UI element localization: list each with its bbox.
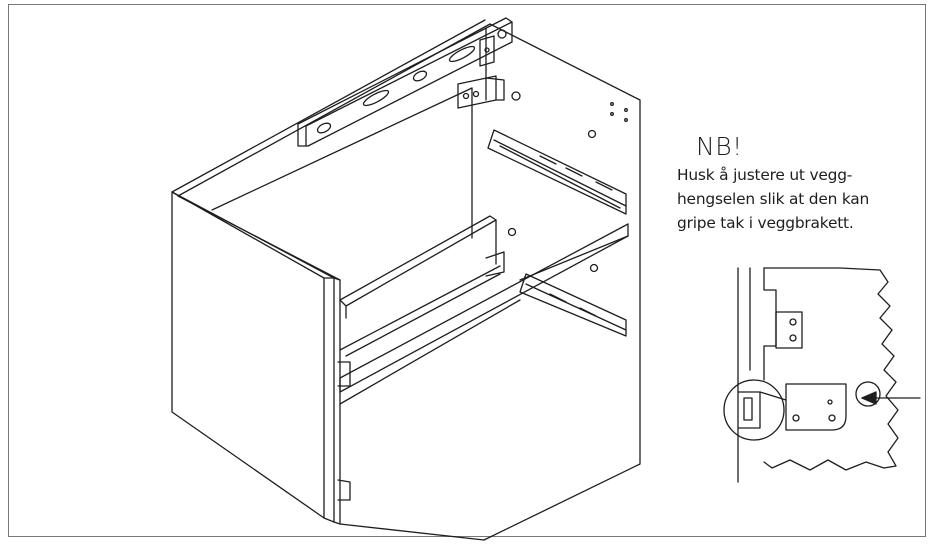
bottom-runner-hardware — [337, 251, 505, 501]
diagram-frame — [8, 4, 926, 537]
wall-hinge — [457, 35, 521, 109]
hanging-rail — [297, 17, 513, 147]
magnifier-circle — [723, 379, 785, 441]
note-line-3: gripe tak i veggbrakett. — [677, 214, 854, 232]
cabinet-carcass — [171, 19, 641, 541]
arrow-left-icon — [861, 391, 921, 405]
note-line-1: Husk å justere ut vegg- — [677, 166, 853, 184]
drawer-runner-lower — [519, 273, 627, 337]
detail-illustration — [723, 267, 899, 483]
note-line-2: hengselen slik at den kan — [677, 190, 870, 208]
note-title: NB! — [696, 132, 743, 161]
drawer-runner-upper — [487, 129, 627, 215]
side-panel-holes — [507, 102, 628, 273]
